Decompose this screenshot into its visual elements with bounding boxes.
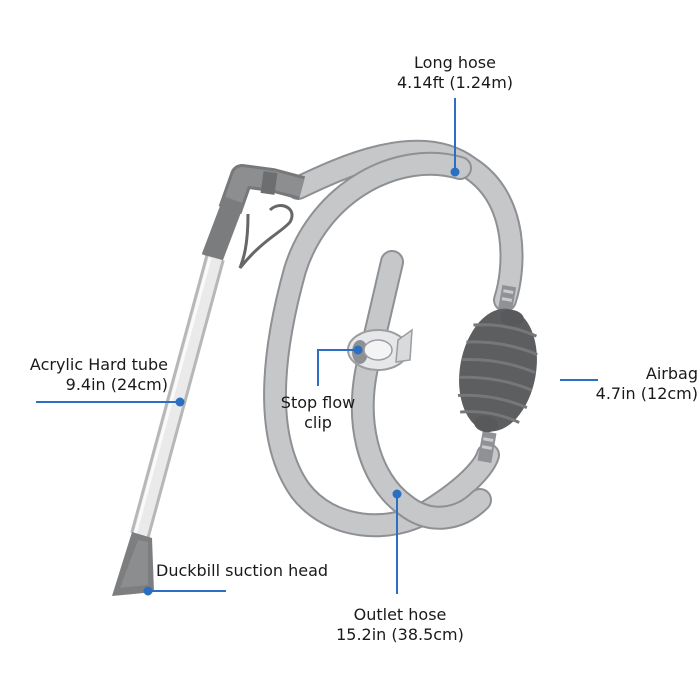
label-acrylic-tube: Acrylic Hard tube 9.4in (24cm) — [0, 355, 168, 395]
callout-dot-acrylic — [175, 397, 185, 407]
label-long-hose: Long hose 4.14ft (1.24m) — [375, 53, 535, 93]
label-duckbill-name: Duckbill suction head — [156, 561, 329, 580]
elbow-fitting — [201, 164, 306, 262]
callout-dot-long-hose — [450, 167, 460, 177]
callout-dot-outlet — [392, 489, 402, 499]
airbag-bulb — [457, 308, 538, 433]
callout-clip — [317, 349, 355, 386]
label-long-hose-name: Long hose — [414, 53, 496, 72]
label-outlet-size: 15.2in (38.5cm) — [336, 625, 464, 644]
label-clip-line2: clip — [304, 413, 332, 432]
callout-dot-duckbill — [143, 586, 153, 596]
label-duckbill: Duckbill suction head — [156, 561, 328, 581]
label-acrylic-name: Acrylic Hard tube — [29, 355, 168, 374]
callouts — [36, 98, 598, 596]
label-outlet-hose: Outlet hose 15.2in (38.5cm) — [315, 605, 485, 645]
label-clip-line1: Stop flow — [280, 393, 356, 412]
connector-bottom — [477, 431, 497, 463]
duckbill-head — [112, 532, 154, 596]
label-stop-flow-clip: Stop flow clip — [268, 393, 368, 433]
label-outlet-name: Outlet hose — [353, 605, 447, 624]
label-airbag-size: 4.7in (12cm) — [595, 384, 698, 403]
hook — [238, 204, 294, 269]
label-airbag-name: Airbag — [645, 364, 698, 383]
callout-dot-clip — [353, 345, 363, 355]
acrylic-tube — [130, 255, 225, 538]
label-acrylic-size: 9.4in (24cm) — [65, 375, 168, 394]
label-airbag: Airbag 4.7in (12cm) — [560, 364, 698, 404]
label-long-hose-size: 4.14ft (1.24m) — [396, 73, 514, 92]
connector-top — [497, 284, 517, 314]
